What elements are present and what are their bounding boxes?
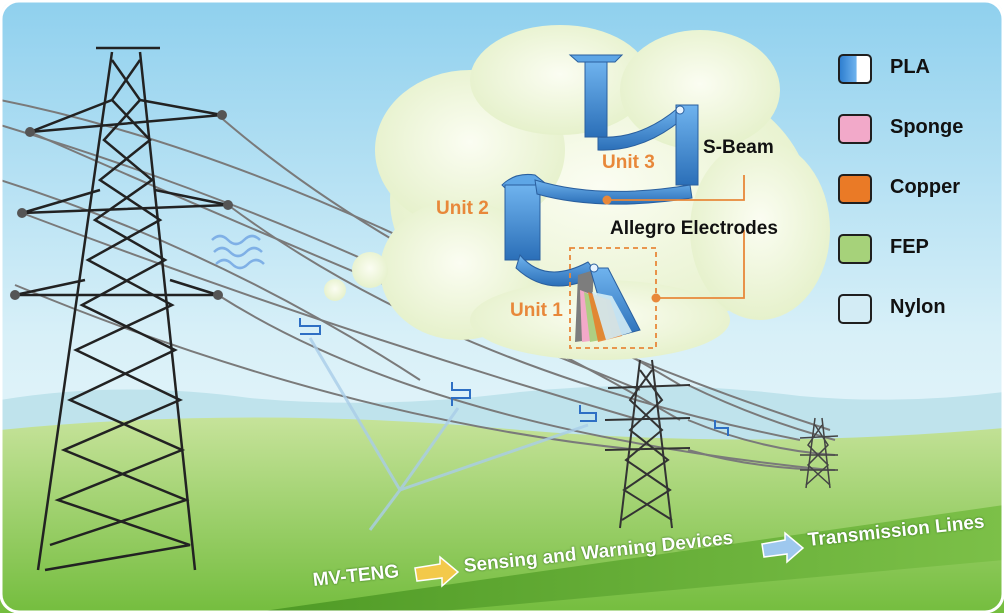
transmission-tower-far xyxy=(799,417,839,489)
legend-item-nylon: Nylon xyxy=(838,292,988,328)
unit2-structure xyxy=(501,174,693,287)
unit2-label: Unit 2 xyxy=(436,198,489,219)
unit3-label: Unit 3 xyxy=(602,152,655,173)
legend-item-sponge: Sponge xyxy=(838,112,988,148)
unit3-structure xyxy=(568,54,699,186)
electrodes-label: Allegro Electrodes xyxy=(610,218,778,239)
s-beam-label: S-Beam xyxy=(703,137,774,158)
legend-label: Copper xyxy=(890,176,960,198)
insulators-large xyxy=(10,110,233,300)
annotation-dots xyxy=(602,195,661,303)
transmission-tower-large xyxy=(14,46,229,572)
sensing-devices xyxy=(299,318,729,436)
unit1-label: Unit 1 xyxy=(510,300,563,321)
nylon-swatch xyxy=(838,294,872,324)
legend-label: PLA xyxy=(890,56,930,78)
banner-band xyxy=(250,505,1004,613)
unit1-structure xyxy=(575,263,641,342)
legend-item-copper: Copper xyxy=(838,172,988,208)
legend-label: Nylon xyxy=(890,296,946,318)
flow-arrows xyxy=(414,531,805,588)
copper-swatch xyxy=(838,174,872,204)
fep-swatch xyxy=(838,234,872,264)
legend-item-pla: PLA xyxy=(838,52,988,88)
signal-beams xyxy=(308,337,589,531)
transmission-tower-middle xyxy=(604,359,691,529)
legend-label: Sponge xyxy=(890,116,964,138)
pla-swatch xyxy=(838,54,872,84)
vibration-wave-icon xyxy=(211,234,265,270)
legend-label: FEP xyxy=(890,236,929,258)
legend-item-fep: FEP xyxy=(838,232,988,268)
sponge-swatch xyxy=(838,114,872,144)
